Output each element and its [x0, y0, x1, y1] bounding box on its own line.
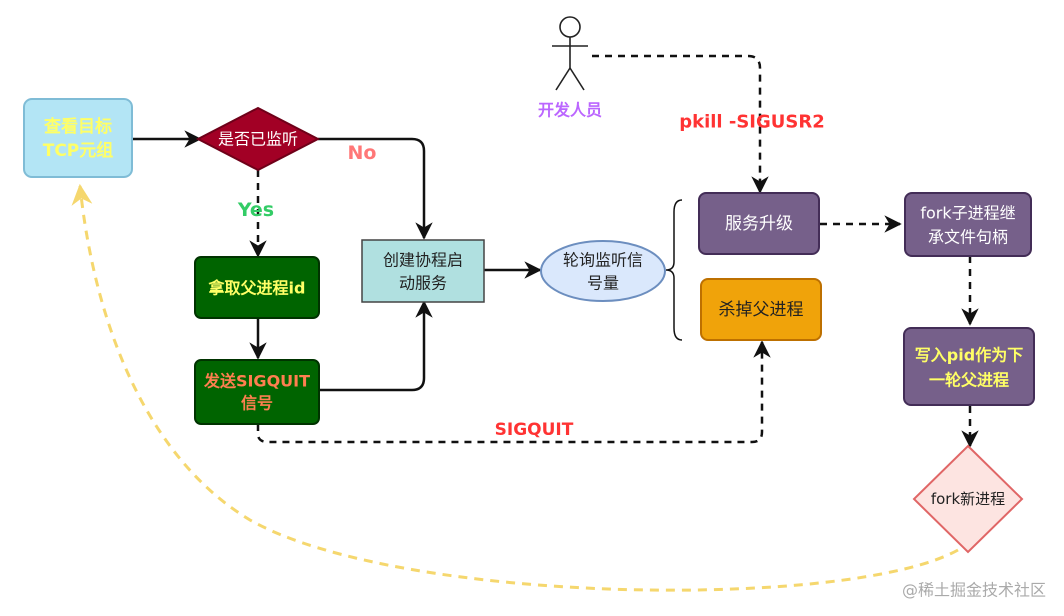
- edge-forknew-to-check: [71, 183, 959, 592]
- node-check-tcp-line2: TCP元组: [43, 140, 114, 161]
- node-service-upgrade-label: 服务升级: [725, 214, 793, 234]
- label-pkill: pkill -SIGUSR2: [679, 112, 825, 133]
- poll-brace: [665, 199, 683, 341]
- node-create-coroutine-line1: 创建协程启: [383, 251, 463, 270]
- node-developer-label: 开发人员: [538, 101, 602, 120]
- node-fork-child: fork子进程继 承文件句柄: [904, 192, 1032, 257]
- node-create-coroutine: 创建协程启 动服务: [361, 239, 485, 303]
- node-kill-parent-label: 杀掉父进程: [719, 300, 804, 320]
- edge-send-to-kill: [256, 340, 771, 444]
- node-write-pid: 写入pid作为下 一轮父进程: [903, 327, 1035, 406]
- node-is-listening: 是否已监听: [195, 106, 321, 172]
- node-send-sigquit-line1: 发送SIGQUIT: [203, 372, 310, 391]
- label-sigquit: SIGQUIT: [495, 420, 574, 440]
- node-fork-child-line1: fork子进程继: [920, 204, 1015, 223]
- stick-figure-icon: [552, 16, 588, 91]
- node-send-sigquit: 发送SIGQUIT 信号: [194, 359, 320, 425]
- node-send-sigquit-line2: 信号: [241, 394, 273, 413]
- node-poll-signal: 轮询监听信 号量: [540, 240, 666, 302]
- node-get-parent-pid: 拿取父进程id: [194, 256, 320, 319]
- node-create-coroutine-line2: 动服务: [399, 274, 447, 293]
- node-poll-signal-line1: 轮询监听信: [563, 251, 643, 270]
- node-check-tcp: 查看目标 TCP元组: [23, 98, 133, 178]
- node-fork-child-line2: 承文件句柄: [928, 228, 1008, 247]
- edge-labels: No Yes pkill -SIGUSR2 SIGQUIT: [237, 112, 825, 441]
- node-kill-parent: 杀掉父进程: [700, 278, 822, 341]
- node-write-pid-line2: 一轮父进程: [929, 371, 1009, 390]
- node-poll-signal-line2: 号量: [587, 274, 619, 293]
- node-write-pid-line1: 写入pid作为下: [915, 346, 1023, 365]
- node-is-listening-label: 是否已监听: [218, 130, 298, 149]
- label-no: No: [348, 142, 377, 164]
- node-service-upgrade: 服务升级: [698, 192, 820, 255]
- node-fork-new-label: fork新进程: [931, 490, 1005, 508]
- node-developer: 开发人员: [538, 16, 602, 120]
- edges: [71, 54, 979, 592]
- node-check-tcp-line1: 查看目标: [43, 116, 112, 137]
- node-get-parent-pid-label: 拿取父进程id: [208, 279, 306, 298]
- edge-send-to-create: [318, 300, 433, 392]
- node-fork-new: fork新进程: [912, 444, 1024, 554]
- watermark: @稀土掘金技术社区: [902, 581, 1046, 600]
- edge-listening-to-create-no: [318, 137, 433, 240]
- label-yes: Yes: [237, 199, 274, 221]
- edge-developer-to-upgrade: [592, 54, 769, 194]
